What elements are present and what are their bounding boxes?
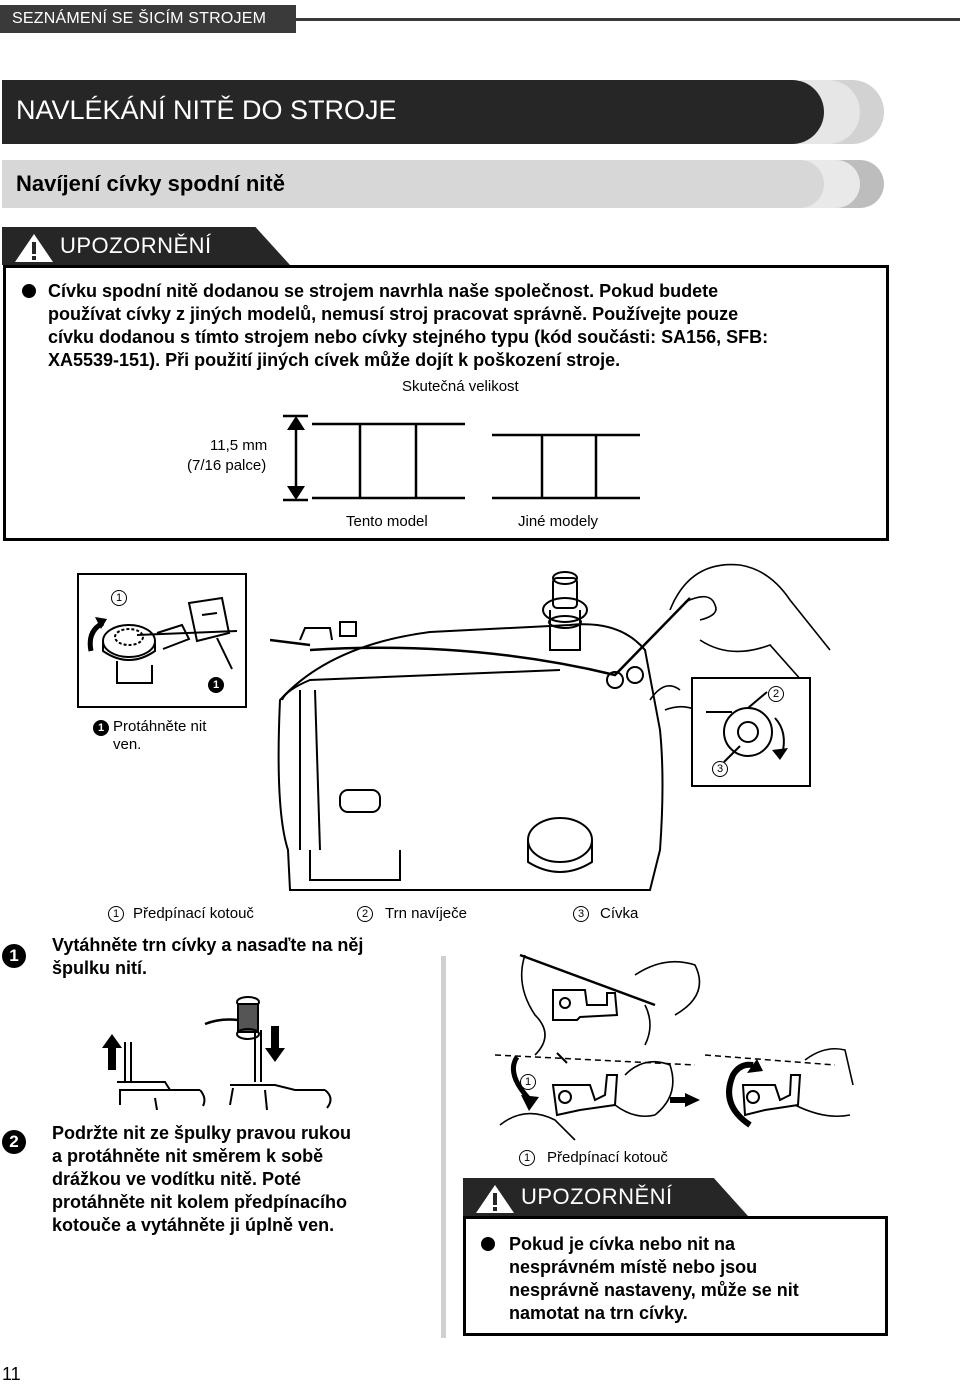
caution-2-text-line: namotat na trn cívky. [509, 1303, 688, 1323]
legend-number: 3 [573, 906, 589, 922]
legend-label: Předpínací kotouč [133, 905, 254, 922]
caution-label-2: UPOZORNĚNÍ [521, 1184, 673, 1209]
spool-pin-illustration [102, 996, 332, 1110]
this-model-label: Tento model [346, 513, 428, 530]
callout-number: 1 [208, 677, 224, 693]
section-subtitle-text: Navíjení cívky spodní nitě [16, 171, 285, 196]
legend-number: 2 [357, 906, 373, 922]
step-2-text: kotouče a vytáhněte ji úplně ven. [52, 1215, 335, 1235]
inset-number: 1 [111, 590, 127, 606]
spindle-label: 2 [768, 686, 784, 702]
legend-number: 1 [108, 906, 124, 922]
step-2-text: a protáhněte nit směrem k sobě [52, 1146, 324, 1166]
sewing-machine-illustration [270, 563, 831, 891]
bullet [22, 284, 36, 298]
page-number: 11 [2, 1364, 21, 1384]
dimension-label-inch: (7/16 palce) [187, 457, 267, 474]
dimension-label: 11,5 mm [210, 437, 268, 454]
bullet [481, 1237, 495, 1251]
other-models-label: Jiné modely [518, 513, 599, 530]
step-2-number: 2 [2, 1130, 26, 1154]
step-1-text-2: špulku nití. [52, 958, 148, 978]
section-header-rule [296, 18, 960, 21]
page-title: NAVLÉKÁNÍ NITĚ DO STROJE [2, 80, 824, 144]
caption-number: 1 [519, 1150, 535, 1166]
bobbin-comparison-figure [283, 414, 640, 502]
pull-thread-text: Protáhněte nit [113, 718, 207, 735]
actual-size-label: Skutečná velikost [402, 378, 519, 395]
caution-label: UPOZORNĚNÍ [60, 233, 212, 258]
legend-label: Cívka [600, 905, 639, 922]
caution-box-2 [463, 1216, 888, 1336]
page-title-text: NAVLÉKÁNÍ NITĚ DO STROJE [16, 95, 397, 125]
bobbin-label: 3 [712, 761, 728, 777]
tension-disc-caption: Předpínací kotouč [547, 1149, 668, 1166]
step-1-text: Vytáhněte trn cívky a nasaďte na něj [52, 935, 364, 955]
step-2-text: drážkou ve vodítku nitě. Poté [52, 1169, 302, 1189]
caution-2-text-line: nesprávném místě nebo jsou [509, 1257, 758, 1277]
caution-text-line: cívku dodanou s tímto strojem nebo cívky… [48, 327, 769, 347]
pull-thread-text-2: ven. [113, 736, 142, 753]
legend-label: Trn navíječe [385, 905, 467, 922]
caution-text-line: používat cívky z jiných modelů, nemusí s… [48, 304, 739, 324]
section-header-text: SEZNÁMENÍ SE ŠICÍM STROJEM [12, 10, 267, 27]
note-bullet: 1 [93, 720, 109, 736]
step-2-text: protáhněte nit kolem předpínacího [52, 1192, 348, 1212]
thread-guide-illustration [495, 953, 854, 1141]
section-header: SEZNÁMENÍ SE ŠICÍM STROJEM [0, 5, 960, 33]
disc-callout-number: 1 [520, 1074, 536, 1090]
caution-tab-2: UPOZORNĚNÍ [463, 1178, 748, 1216]
section-subtitle: Navíjení cívky spodní nitě [2, 160, 824, 208]
warning-icon [15, 234, 53, 262]
warning-icon [476, 1185, 514, 1213]
caution-box [3, 265, 889, 541]
caution-tab: UPOZORNĚNÍ [2, 227, 290, 265]
caution-2-text-line: Pokud je cívka nebo nit na [509, 1234, 736, 1254]
section-header-bar [0, 5, 296, 33]
step-2-text: Podržte nit ze špulky pravou rukou [52, 1123, 352, 1143]
column-divider [441, 956, 446, 1338]
caution-2-text-line: nesprávně nastaveny, může se nit [509, 1280, 799, 1300]
step-1-number: 1 [2, 944, 26, 968]
caution-text-line: Cívku spodní nitě dodanou se strojem nav… [48, 281, 719, 301]
caution-text-line: XA5539-151). Při použití jiných cívek mů… [48, 350, 621, 370]
